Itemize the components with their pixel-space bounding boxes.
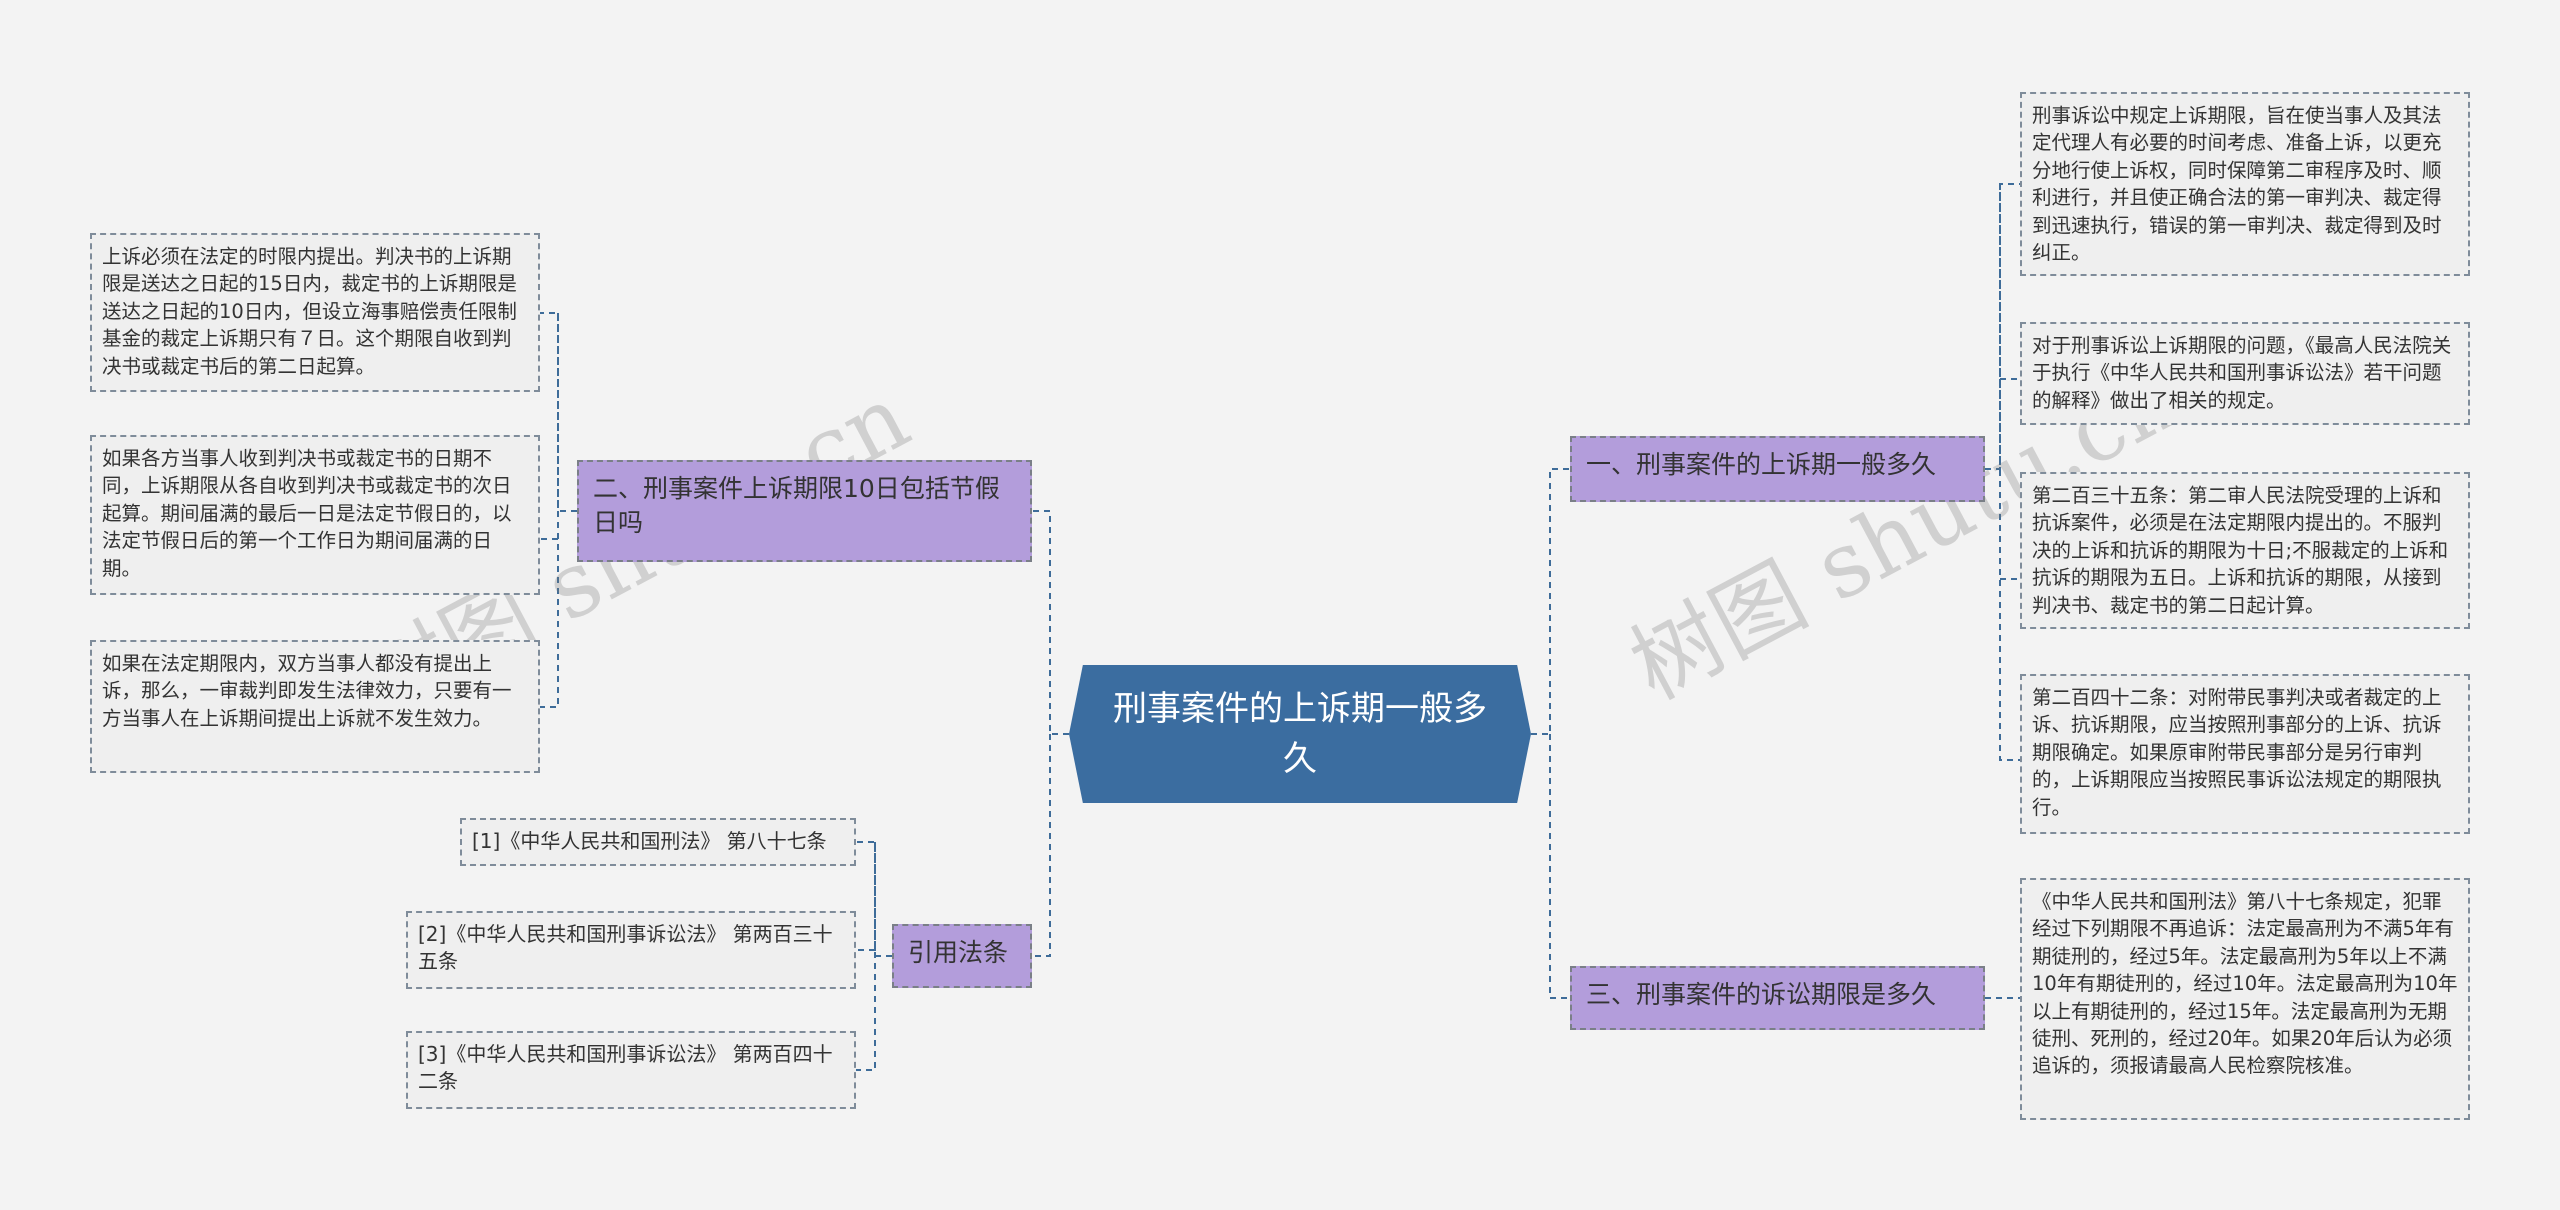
leaf-text: 《中华人民共和国刑法》第八十七条规定，犯罪经过下列期限不再追诉：法定最高刑为不满… [2032,890,2458,1078]
link-b2-leaves [540,312,577,708]
branch-label: 二、刑事案件上诉期限10日包括节假日吗 [593,474,1000,537]
leaf-article-242: 第二百四十二条：对附带民事判决或者裁定的上诉、抗诉期限，应当按照刑事部分的上诉、… [2020,674,2470,834]
link-b1-leaves [1985,183,2020,761]
leaf-different-dates: 如果各方当事人收到判决书或裁定书的日期不同，上诉期限从各自收到判决书或裁定书的次… [90,435,540,595]
branch-cited-laws[interactable]: 引用法条 [892,924,1032,988]
ref-text: [1]《中华人民共和国刑法》 第八十七条 [472,829,827,853]
leaf-article-235: 第二百三十五条：第二审人民法院受理的上诉和抗诉案件，必须是在法定期限内提出的。不… [2020,472,2470,629]
ref-text: [2]《中华人民共和国刑事诉讼法》 第两百三十五条 [418,922,833,973]
leaf-text: 上诉必须在法定的时限内提出。判决书的上诉期限是送达之日起的15日内，裁定书的上诉… [102,245,517,378]
branch-label: 三、刑事案件的诉讼期限是多久 [1586,980,1937,1009]
branch-holidays[interactable]: 二、刑事案件上诉期限10日包括节假日吗 [577,460,1032,562]
leaf-text: 第二百三十五条：第二审人民法院受理的上诉和抗诉案件，必须是在法定期限内提出的。不… [2032,484,2449,617]
link-root-b2 [1032,510,1069,735]
ref-text: [3]《中华人民共和国刑事诉讼法》 第两百四十二条 [418,1042,833,1093]
leaf-text: 如果在法定期限内，双方当事人都没有提出上诉，那么，一审裁判即发生法律效力，只要有… [102,652,512,730]
link-b4-refs [856,841,892,1071]
leaf-text: 刑事诉讼中规定上诉期限，旨在使当事人及其法定代理人有必要的时间考虑、准备上诉，以… [2032,104,2442,265]
link-root-b3 [1549,734,1570,999]
link-root-b4 [1032,734,1051,957]
leaf-text: 第二百四十二条：对附带民事判决或者裁定的上诉、抗诉期限，应当按照刑事部分的上诉、… [2032,686,2442,819]
branch-appeal-period[interactable]: 一、刑事案件的上诉期一般多久 [1570,436,1985,502]
ref-criminal-procedure-235[interactable]: [2]《中华人民共和国刑事诉讼法》 第两百三十五条 [406,911,856,989]
leaf-text: 对于刑事诉讼上诉期限的问题，《最高人民法院关于执行《中华人民共和国刑事诉讼法》若… [2032,334,2452,412]
branch-litigation-period[interactable]: 三、刑事案件的诉讼期限是多久 [1570,966,1985,1030]
branch-label: 一、刑事案件的上诉期一般多久 [1586,450,1937,479]
link-root-b1 [1531,468,1570,735]
leaf-criminal-law-87: 《中华人民共和国刑法》第八十七条规定，犯罪经过下列期限不再追诉：法定最高刑为不满… [2020,878,2470,1120]
leaf-deadline: 上诉必须在法定的时限内提出。判决书的上诉期限是送达之日起的15日内，裁定书的上诉… [90,233,540,392]
leaf-interpretation: 对于刑事诉讼上诉期限的问题，《最高人民法院关于执行《中华人民共和国刑事诉讼法》若… [2020,322,2470,425]
root-node[interactable]: 刑事案件的上诉期一般多久 [1069,665,1531,803]
leaf-effect: 如果在法定期限内，双方当事人都没有提出上诉，那么，一审裁判即发生法律效力，只要有… [90,640,540,773]
branch-label: 引用法条 [908,938,1009,967]
leaf-purpose: 刑事诉讼中规定上诉期限，旨在使当事人及其法定代理人有必要的时间考虑、准备上诉，以… [2020,92,2470,276]
root-label: 刑事案件的上诉期一般多久 [1113,689,1487,779]
ref-criminal-procedure-242[interactable]: [3]《中华人民共和国刑事诉讼法》 第两百四十二条 [406,1031,856,1109]
leaf-text: 如果各方当事人收到判决书或裁定书的日期不同，上诉期限从各自收到判决书或裁定书的次… [102,447,512,580]
ref-criminal-law-87[interactable]: [1]《中华人民共和国刑法》 第八十七条 [460,818,856,866]
